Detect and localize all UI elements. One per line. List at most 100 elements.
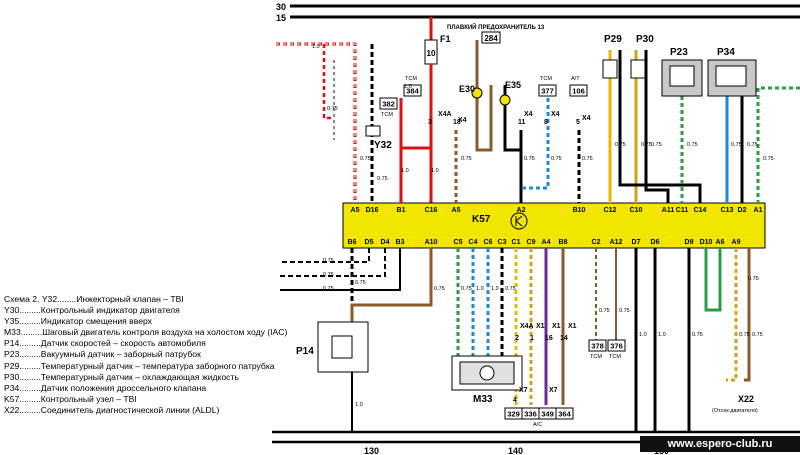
wire-size-label: 1.0: [431, 168, 439, 174]
wire-size-label: 1.0: [491, 286, 499, 292]
wire-size-label: 0.75: [641, 142, 652, 148]
ref-284: 284: [484, 34, 498, 43]
x22-label: X22: [738, 394, 754, 404]
connector-label: X7: [549, 387, 558, 394]
reference-caption: TCM: [590, 354, 602, 360]
reference-box: [403, 84, 422, 97]
legend-line: P30.........Температурный датчик – охлаж…: [4, 371, 239, 382]
reference-caption: A/C: [533, 422, 542, 428]
connector-pin: 16: [545, 335, 553, 342]
reference-box: [607, 339, 626, 352]
connector-label: X4: [458, 117, 467, 124]
wire-size-label: 0.75: [615, 142, 626, 148]
legend-line: P34.........Датчик положения дроссельног…: [4, 382, 207, 393]
wire-size-label: 0.75: [323, 258, 334, 264]
legend-line: X22.........Соединитель диагностической …: [4, 404, 220, 415]
wire-size-label: 1.0: [401, 168, 409, 174]
ecu-pin-label: D9: [685, 239, 694, 246]
wire-size-label: 1.0: [404, 84, 412, 90]
e30-label: E30: [459, 84, 475, 94]
p29-sensor: P29: [602, 34, 622, 79]
ground-number-130: 130: [364, 446, 379, 455]
ecu-pin-label: A2: [517, 207, 526, 214]
wire-size-label: 0.75: [747, 142, 758, 148]
reference-box: [588, 339, 607, 352]
connector-pin: 11: [518, 119, 526, 126]
site-watermark[interactable]: www.espero-club.ru: [640, 436, 800, 452]
wire-size-label: 0.75: [524, 156, 535, 162]
reference-number: 106: [572, 87, 585, 96]
ecu-pin-label: B6: [348, 239, 357, 246]
connector-pin: 3: [428, 119, 432, 126]
ecu-pin-label: A10: [425, 239, 438, 246]
p34-sensor: P34: [707, 47, 757, 97]
wire-size-label: 1.0: [312, 44, 320, 50]
reference-caption: TCM: [405, 76, 417, 82]
e35-label: E35: [505, 80, 521, 90]
y32-label: Y32: [374, 140, 392, 151]
p14-label: P14: [296, 346, 314, 357]
connector-pin: 2: [515, 335, 519, 342]
rail-15-label: 15: [276, 13, 286, 23]
wire-size-label: 1.0: [658, 332, 666, 338]
wire-size-label: 0.75: [582, 156, 593, 162]
connector-label: X1: [536, 323, 545, 330]
legend-line: Схема 2. Y32........Инжекторный клапан –…: [4, 294, 184, 304]
p34-label: P34: [717, 47, 735, 58]
wire-size-label: 1.0: [476, 286, 484, 292]
ecu-pin-label: D7: [632, 239, 641, 246]
legend-line: Y30.........Контрольный индикатор двигат…: [4, 305, 180, 316]
ecu-pin-label: C5: [454, 239, 463, 246]
ecu-pin-label: C4: [469, 239, 478, 246]
wire-size-label: 0.75: [651, 142, 662, 148]
y32-injector: Y32: [365, 125, 392, 151]
reference-number: 377: [541, 87, 554, 96]
ecu-pin-label: D2: [738, 207, 747, 214]
connector-label: X4A: [520, 323, 534, 330]
reference-number: 376: [610, 342, 623, 351]
fuse-rating: 10: [427, 49, 436, 58]
connector-label: X4: [524, 111, 533, 118]
wire-size-label: 0.75: [355, 280, 366, 286]
ecu-pin-label: B3: [396, 239, 405, 246]
wire-size-label: 1.0: [355, 402, 363, 408]
reference-caption: TCM: [540, 76, 552, 82]
ecu-pin-label: D6: [651, 239, 660, 246]
wire-size-label: 0.75: [323, 272, 334, 278]
ecu-pin-label: B10: [573, 207, 586, 214]
legend-line: M33.........Шаговый двигатель контроля в…: [4, 327, 288, 338]
ground-number-140: 140: [508, 446, 523, 455]
wire-size-label: 0.75: [327, 106, 338, 112]
wire-size-label: 0.75: [739, 332, 750, 338]
wire-size-label: 0.75: [763, 156, 774, 162]
ecu-pin-label: C10: [630, 207, 643, 214]
reference-caption: A/T: [571, 76, 580, 82]
connector-label: X1: [568, 323, 577, 330]
reference-number: 336: [524, 410, 537, 419]
reference-number: 384: [406, 87, 419, 96]
ecu-pin-label: D5: [365, 239, 374, 246]
ecu-pin-label: C2: [592, 239, 601, 246]
connector-pin: 4: [513, 397, 517, 404]
p29-label: P29: [604, 34, 622, 45]
wire-size-label: 0.75: [551, 156, 562, 162]
lamps: E30 E35: [459, 80, 521, 106]
legend-line: P14.........Датчик скоростей – скорость …: [4, 338, 206, 349]
reference-number: 378: [591, 342, 604, 351]
ecu-pin-label: A9: [732, 239, 741, 246]
reference-box: [569, 84, 588, 97]
wire-size-label: 1.0: [639, 332, 647, 338]
reference-number: 349: [541, 410, 554, 419]
connector-label: X4: [582, 115, 591, 122]
ecu-pin-label: C12: [604, 207, 617, 214]
ecu-pin-label: A5: [351, 207, 360, 214]
p23-sensor: P23: [661, 47, 703, 97]
p30-label: P30: [636, 34, 654, 45]
